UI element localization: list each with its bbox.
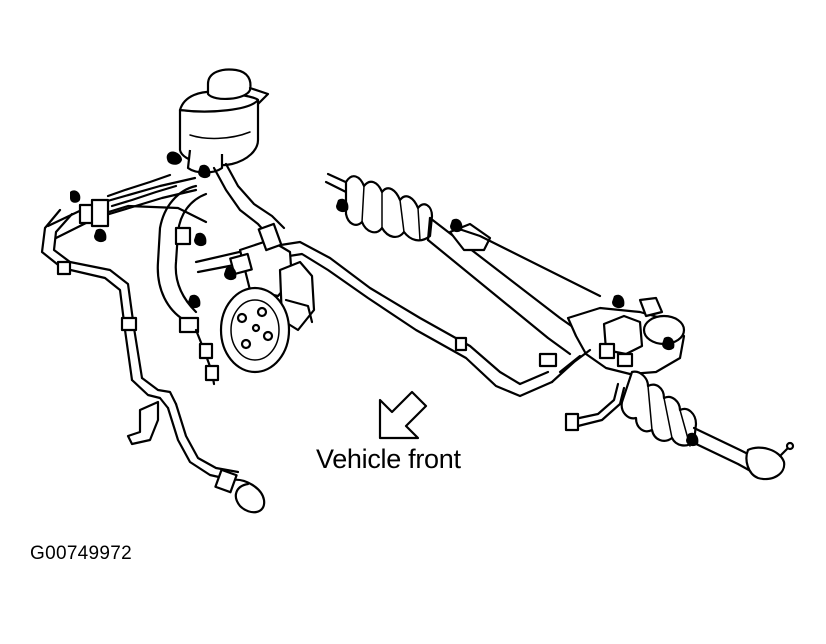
torque-marks [70,151,699,447]
figure-id-label: G00749972 [30,543,133,564]
arrow-down-left-icon [378,390,428,440]
vehicle-front-label: Vehicle front [316,444,461,474]
pressure-lines [40,173,554,514]
reservoir-tank [156,68,286,334]
steering-rack [324,172,795,481]
power-steering-pump [194,222,316,386]
